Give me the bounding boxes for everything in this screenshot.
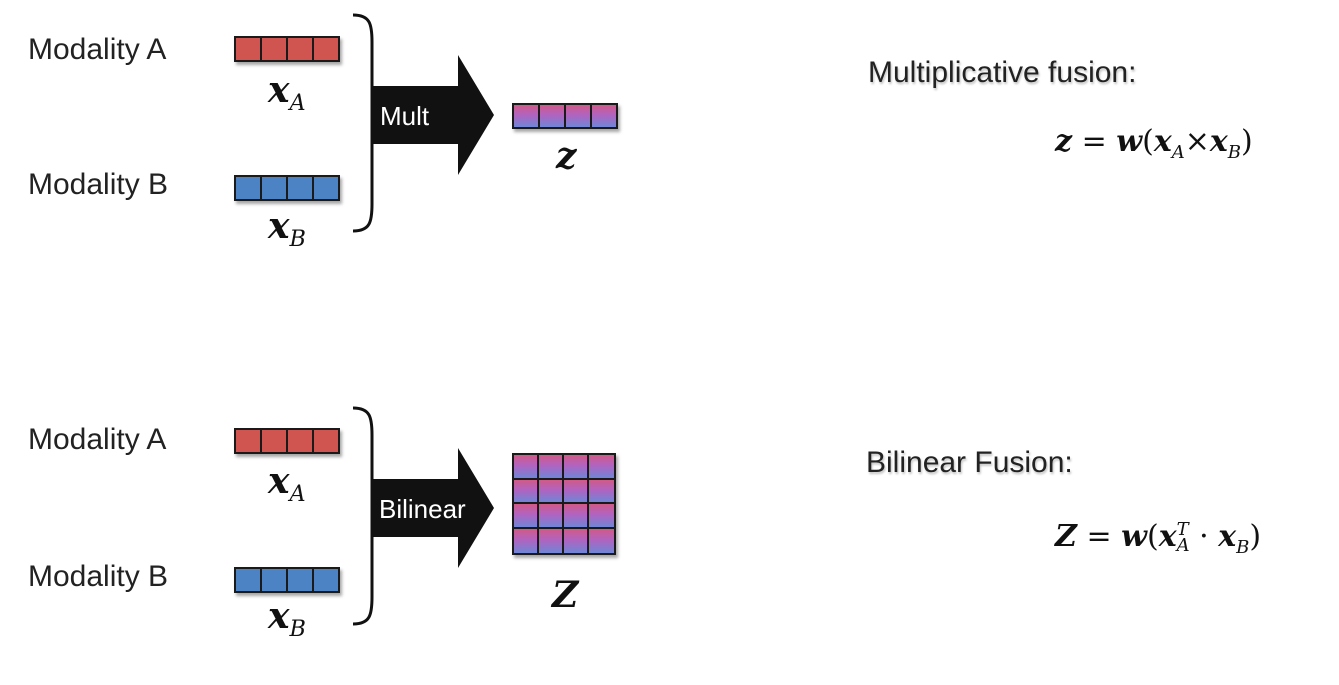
vector-cell <box>262 430 288 452</box>
bilinear-operation-label: Bilinear <box>379 494 466 524</box>
vector-cell <box>514 105 540 127</box>
modality-b-vector <box>234 567 340 593</box>
multiplicative-fusion-title: Multiplicative fusion: <box>868 56 1137 89</box>
vector-cell <box>566 105 592 127</box>
vector-cell <box>262 38 288 60</box>
matrix-cell <box>564 504 589 529</box>
z-output-variable: Z <box>552 574 579 616</box>
vector-cell <box>314 177 338 199</box>
vector-cell <box>288 569 314 591</box>
vector-cell <box>592 105 616 127</box>
bilinear-fusion-panel: Modality A xA Modality B xB Bilinear <box>0 385 1339 685</box>
fused-vector <box>512 103 618 129</box>
mult-operation-label: Mult <box>380 101 430 131</box>
xa-variable: xA <box>268 460 306 508</box>
vector-cell <box>236 38 262 60</box>
matrix-cell <box>589 479 614 504</box>
vector-cell <box>262 569 288 591</box>
modality-b-label: Modality B <box>28 560 169 593</box>
matrix-cell <box>539 504 564 529</box>
vector-cell <box>540 105 566 127</box>
multiplicative-fusion-panel: Modality A xA Modality B xB Mult z Multi… <box>0 0 1339 300</box>
matrix-cell <box>589 528 614 553</box>
mult-arrow-icon <box>372 55 494 175</box>
vector-cell <box>236 569 262 591</box>
z-output-variable: z <box>556 135 577 177</box>
matrix-cell <box>514 528 539 553</box>
matrix-cell <box>514 479 539 504</box>
bilinear-fusion-title: Bilinear Fusion: <box>866 446 1073 479</box>
xb-variable: xB <box>268 595 306 643</box>
vector-cell <box>288 430 314 452</box>
modality-a-label: Modality A <box>28 423 167 456</box>
matrix-cell <box>539 479 564 504</box>
modality-b-label: Modality B <box>28 168 169 201</box>
xa-variable: xA <box>268 69 306 117</box>
modality-b-vector <box>234 175 340 201</box>
modality-a-label: Modality A <box>28 33 167 66</box>
vector-cell <box>236 430 262 452</box>
xb-variable: xB <box>268 205 306 253</box>
matrix-cell <box>514 455 539 480</box>
bilinear-arrow-icon <box>372 448 494 568</box>
fused-matrix <box>512 453 616 555</box>
matrix-cell <box>589 455 614 480</box>
vector-cell <box>262 177 288 199</box>
multiplicative-formula: z = w(xA×xB) <box>1055 124 1253 163</box>
matrix-cell <box>564 479 589 504</box>
matrix-cell <box>589 504 614 529</box>
vector-cell <box>288 177 314 199</box>
matrix-cell <box>539 455 564 480</box>
vector-cell <box>288 38 314 60</box>
vector-cell <box>236 177 262 199</box>
matrix-cell <box>539 528 564 553</box>
vector-cell <box>314 430 338 452</box>
modality-a-vector <box>234 36 340 62</box>
matrix-cell <box>564 455 589 480</box>
matrix-cell <box>514 504 539 529</box>
modality-a-vector <box>234 428 340 454</box>
vector-cell <box>314 38 338 60</box>
vector-cell <box>314 569 338 591</box>
matrix-cell <box>564 528 589 553</box>
